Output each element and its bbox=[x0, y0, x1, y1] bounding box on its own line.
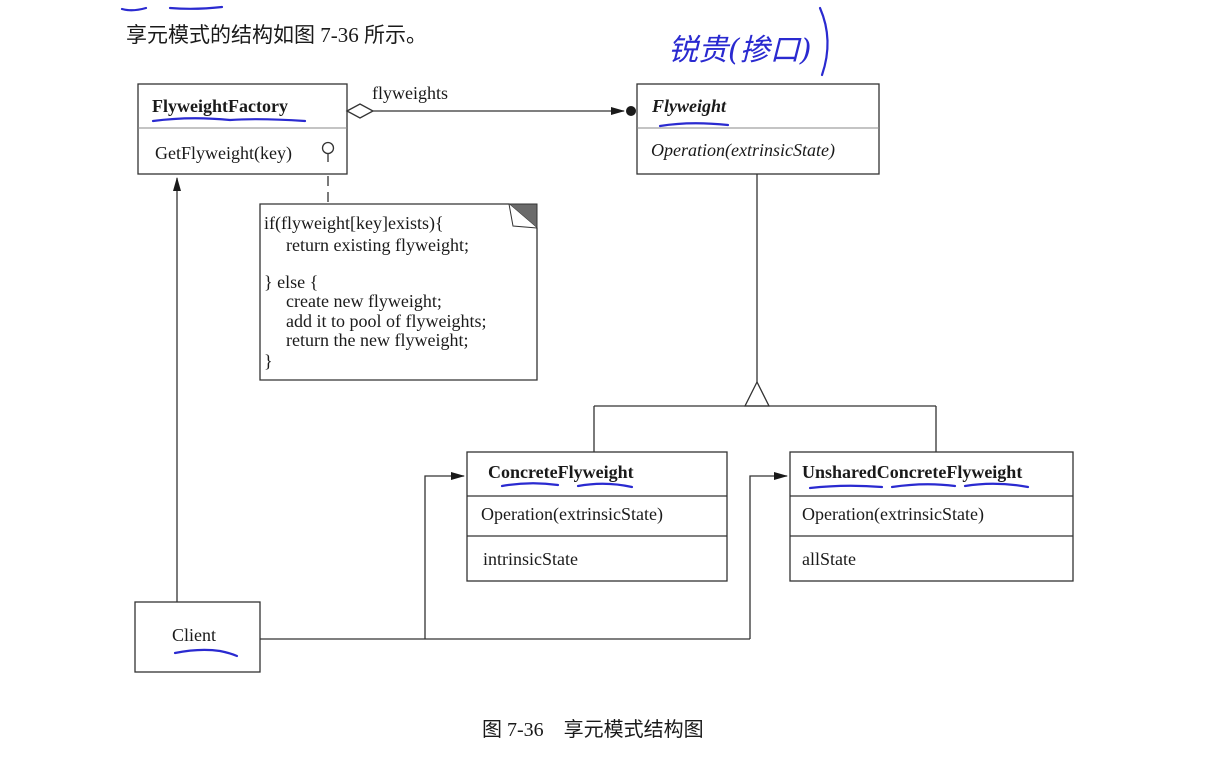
aggregation-diamond-icon bbox=[345, 103, 375, 119]
operation: GetFlyweight(key) bbox=[155, 143, 292, 164]
class-box bbox=[789, 451, 1074, 582]
note-line: return the new flyweight; bbox=[286, 330, 468, 350]
class-name: ConcreteFlyweight bbox=[488, 462, 634, 482]
association-label: flyweights bbox=[372, 83, 448, 103]
multiplicity-dot-icon bbox=[626, 106, 636, 116]
intro-text: 享元模式的结构如图 7-36 所示。 bbox=[126, 23, 427, 47]
handwritten-note: 锐贵(掺口) bbox=[668, 33, 811, 68]
class-box bbox=[134, 601, 261, 673]
heading-partial bbox=[120, 5, 224, 12]
note-text: if(flyweight[key]exists){ return existin… bbox=[264, 213, 491, 371]
operation: Operation(extrinsicState) bbox=[481, 504, 663, 525]
annotation-underline bbox=[168, 5, 224, 10]
class-box bbox=[466, 451, 728, 582]
note-line: add it to pool of flyweights; bbox=[286, 311, 486, 331]
operation: Operation(extrinsicState) bbox=[651, 140, 835, 161]
annotation-underline bbox=[173, 648, 239, 658]
handwritten-paren bbox=[818, 6, 829, 77]
generalization bbox=[593, 174, 937, 452]
class-box bbox=[137, 83, 348, 175]
figure-caption: 图 7-36 享元模式结构图 bbox=[482, 718, 704, 741]
note-anchor-icon bbox=[321, 141, 335, 155]
attribute: intrinsicState bbox=[483, 549, 578, 569]
client-associations bbox=[173, 177, 788, 640]
attribute: allState bbox=[802, 549, 856, 569]
note-line: if(flyweight[key]exists){ bbox=[264, 213, 444, 234]
class-unshared-concrete-flyweight[interactable]: UnsharedConcreteFlyweight Operation(extr… bbox=[789, 451, 1074, 582]
annotation-underline bbox=[658, 122, 730, 128]
class-name: Client bbox=[172, 625, 216, 645]
class-box bbox=[636, 83, 880, 175]
annotation-underline bbox=[576, 482, 634, 489]
class-client[interactable]: Client bbox=[134, 601, 261, 673]
annotation-underline bbox=[808, 484, 884, 490]
note-line: create new flyweight; bbox=[286, 291, 442, 311]
note-line: return existing flyweight; bbox=[286, 235, 469, 255]
inheritance-triangle-icon bbox=[743, 380, 771, 407]
class-name: FlyweightFactory bbox=[152, 96, 288, 116]
client-to-unshared-line bbox=[749, 472, 788, 639]
note-box bbox=[259, 203, 538, 381]
operation: Operation(extrinsicState) bbox=[802, 504, 984, 525]
annotation-underline bbox=[500, 482, 560, 488]
implementation-note: if(flyweight[key]exists){ return existin… bbox=[259, 203, 538, 381]
class-flyweight[interactable]: Flyweight Operation(extrinsicState) bbox=[636, 83, 880, 175]
annotation-underline bbox=[963, 482, 1030, 489]
annotation-underline bbox=[890, 483, 957, 489]
class-concrete-flyweight[interactable]: ConcreteFlyweight Operation(extrinsicSta… bbox=[466, 451, 728, 582]
annotation-underline bbox=[120, 6, 148, 12]
aggregation-flyweights: flyweights bbox=[345, 83, 636, 119]
note-line: } else { bbox=[264, 272, 318, 292]
note-fold-flap bbox=[508, 203, 538, 229]
class-flyweight-factory[interactable]: FlyweightFactory GetFlyweight(key) bbox=[137, 83, 348, 175]
note-line: } bbox=[264, 351, 273, 371]
class-name: Flyweight bbox=[651, 96, 727, 116]
class-name: UnsharedConcreteFlyweight bbox=[802, 462, 1022, 482]
annotation-underline bbox=[151, 117, 307, 123]
client-to-concrete-line bbox=[424, 472, 465, 639]
